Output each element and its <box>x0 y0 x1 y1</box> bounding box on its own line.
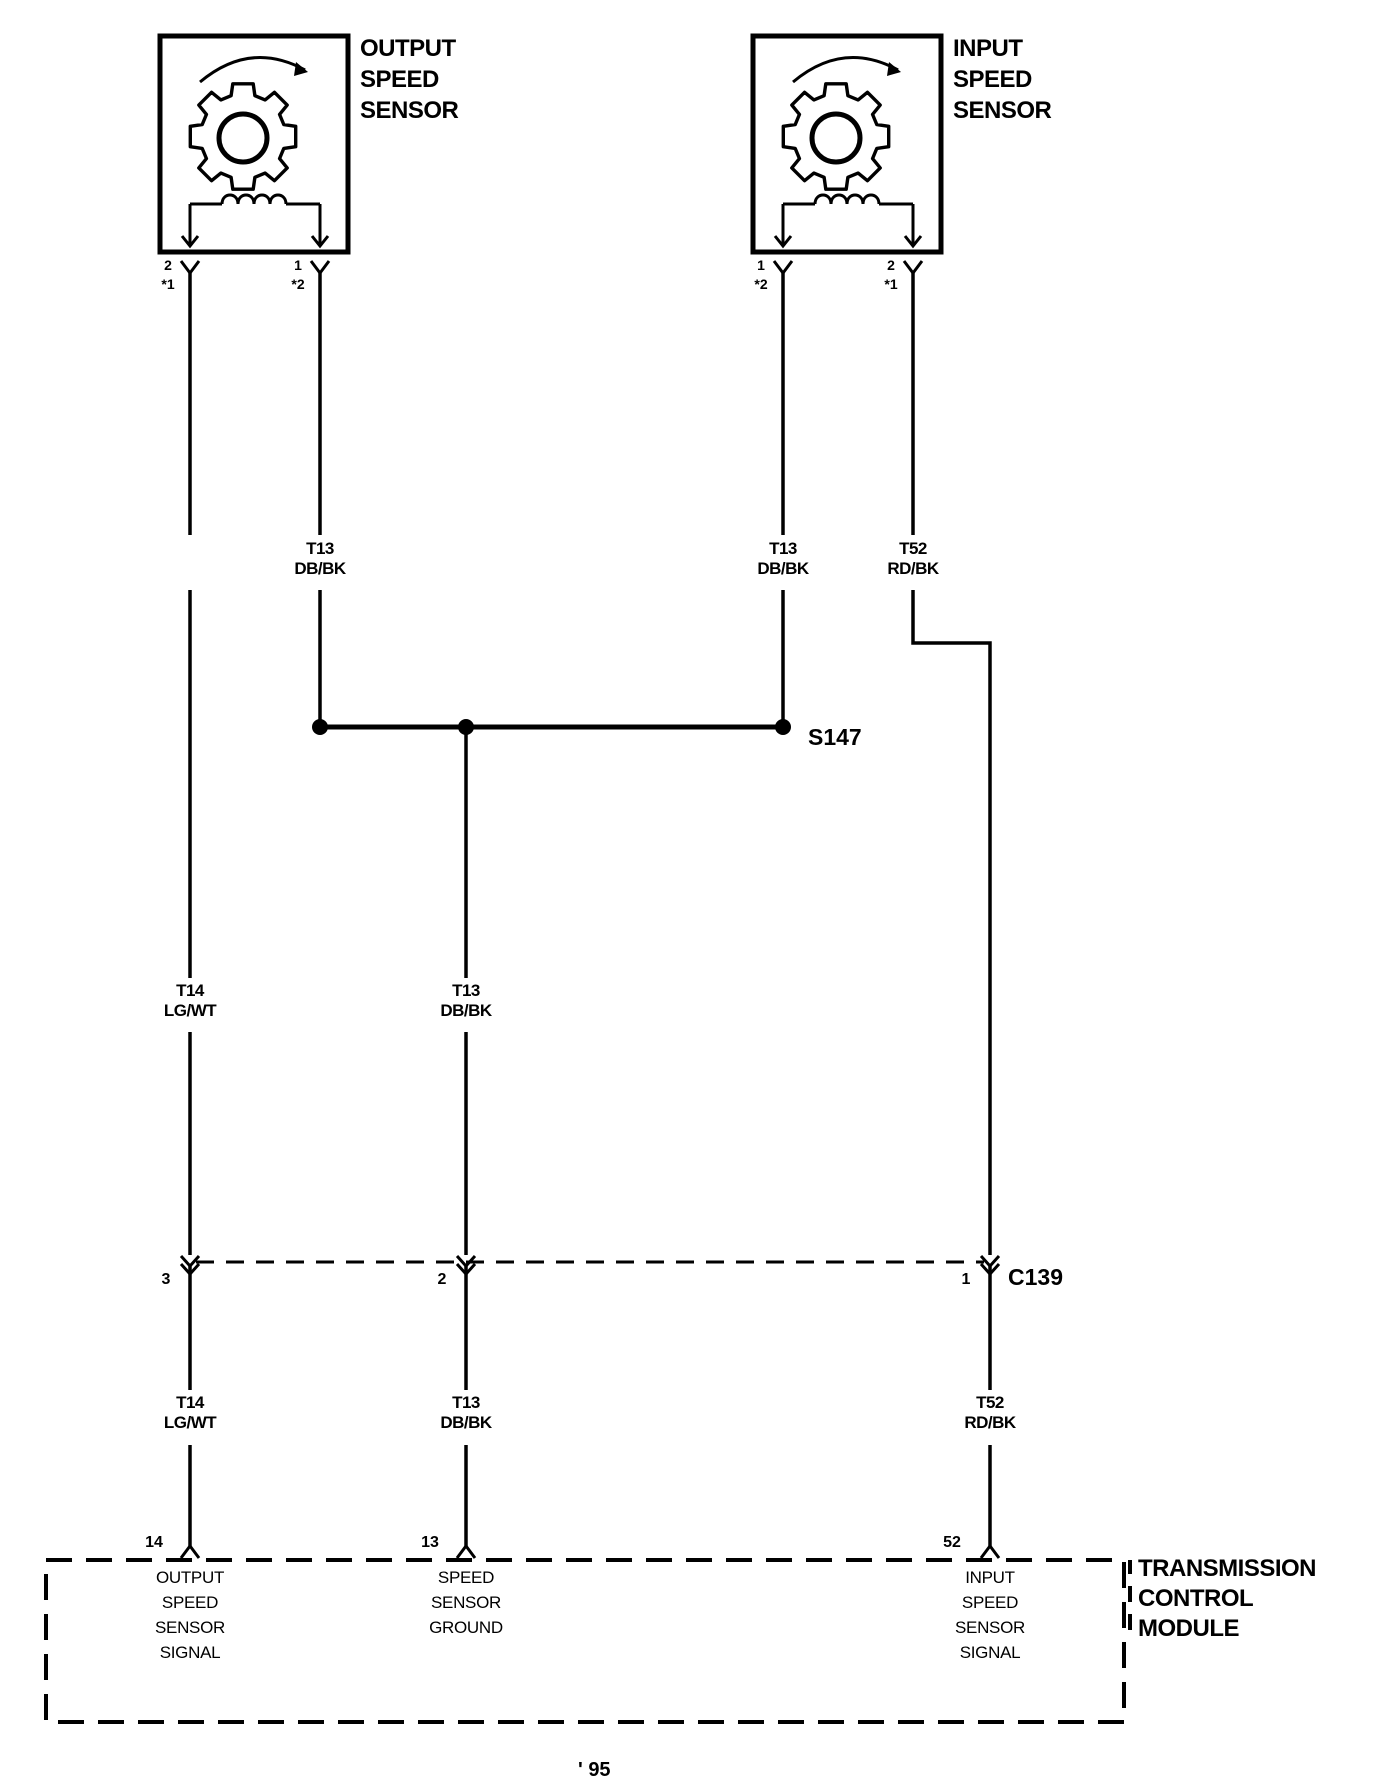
transmission-control-module: 14 13 52 OUTPUT SPEED SENSOR SIGNAL SPEE… <box>44 1534 1317 1724</box>
output-pin-1: 1 <box>294 257 302 273</box>
output-sensor-title-3: SENSOR <box>360 97 459 124</box>
input-pin-star1: *1 <box>884 276 897 292</box>
wires <box>188 273 992 1548</box>
gear-icon <box>190 84 295 189</box>
input-sensor-title-2: SPEED <box>953 66 1032 93</box>
tcm-pin-label: 14 <box>145 1534 163 1551</box>
output-pin-2: 2 <box>164 257 172 273</box>
splice-points: S147 <box>312 719 862 750</box>
tcm-pin-label: 13 <box>421 1534 439 1551</box>
wire-label-code: T52 <box>976 1393 1004 1412</box>
tcm-function-label: INPUT <box>965 1568 1015 1587</box>
connector-name: C139 <box>1008 1264 1063 1290</box>
output-sensor-pin2-connector <box>179 259 201 275</box>
wire-input-signal <box>911 590 992 1255</box>
input-sensor-pin1-connector <box>772 259 794 275</box>
tcm-function-label: SPEED <box>162 1593 218 1612</box>
wire-label-code: T14 <box>176 1393 205 1412</box>
input-sensor-pin2-connector <box>902 259 924 275</box>
gear-icon <box>783 84 888 189</box>
wire-label-color: DB/BK <box>440 1413 493 1432</box>
wire-label-color: LG/WT <box>164 1413 217 1432</box>
splice-dot <box>458 719 474 735</box>
output-sensor-title-1: OUTPUT <box>360 35 457 62</box>
tcm-function-label: OUTPUT <box>156 1568 224 1587</box>
wire-label-color: DB/BK <box>757 559 810 578</box>
sensor-terminal-arrows <box>180 235 330 249</box>
footer-mark: ' 95 <box>578 1759 611 1781</box>
tcm-title-3: MODULE <box>1138 1615 1239 1642</box>
wire-label-color: RD/BK <box>887 559 940 578</box>
rotation-arrow-head-icon <box>294 62 308 76</box>
tcm-function-label: SIGNAL <box>960 1643 1021 1662</box>
splice-dot <box>312 719 328 735</box>
tcm-pin-terminal <box>179 1543 201 1559</box>
rotation-arrow-icon <box>792 56 899 84</box>
output-sensor-pin1-connector <box>309 259 331 275</box>
input-sensor-box <box>750 33 944 255</box>
tcm-title-1: TRANSMISSION <box>1138 1555 1316 1582</box>
tcm-function-label: SENSOR <box>955 1618 1025 1637</box>
wire-label-code: T13 <box>452 981 480 1000</box>
rotation-arrow-head-icon <box>887 62 901 76</box>
sensor-internal-wiring <box>188 202 322 244</box>
tcm-function-label: SPEED <box>962 1593 1018 1612</box>
input-pin-star2: *2 <box>754 276 767 292</box>
wire-label-color: LG/WT <box>164 1001 217 1020</box>
rotation-arrow-icon <box>199 56 306 84</box>
wire-labels: T13 DB/BK T13 DB/BK T52 RD/BK T14 LG/WT … <box>164 539 1018 1432</box>
sensor-terminal-arrows <box>773 235 923 249</box>
output-pin-star2: *2 <box>291 276 304 292</box>
wire-label-color: DB/BK <box>294 559 347 578</box>
connector-pin-label: 3 <box>162 1271 171 1288</box>
connector-pin-label: 2 <box>438 1271 447 1288</box>
tcm-pin-terminal <box>455 1543 477 1559</box>
tcm-function-label: SENSOR <box>155 1618 225 1637</box>
tcm-dashed-box <box>44 1558 1126 1724</box>
tcm-function-label: SIGNAL <box>160 1643 221 1662</box>
tcm-title-2: CONTROL <box>1138 1585 1253 1612</box>
output-sensor-box <box>157 33 351 255</box>
wire-label-color: DB/BK <box>440 1001 493 1020</box>
connector-pin-label: 1 <box>962 1271 971 1288</box>
input-speed-sensor: INPUT SPEED SENSOR 1 *2 2 *1 <box>750 33 1052 292</box>
input-sensor-title-1: INPUT <box>953 35 1023 62</box>
coil-icon <box>813 193 881 206</box>
tcm-function-label: SENSOR <box>431 1593 501 1612</box>
output-speed-sensor: OUTPUT SPEED SENSOR 2 *1 1 *2 <box>157 33 459 292</box>
output-sensor-title-2: SPEED <box>360 66 439 93</box>
wire-label-code: T13 <box>306 539 334 558</box>
wire-label-code: T52 <box>899 539 927 558</box>
tcm-pin-label: 52 <box>943 1534 961 1551</box>
wire-label-color: RD/BK <box>964 1413 1017 1432</box>
wire-label-code: T13 <box>769 539 797 558</box>
tcm-pin-terminal <box>979 1543 1001 1559</box>
coil-icon <box>220 193 288 206</box>
connector-c139: 3 2 1 C139 <box>162 1254 1063 1305</box>
wire-label-code: T13 <box>452 1393 480 1412</box>
output-pin-star1: *1 <box>161 276 174 292</box>
sensor-internal-wiring <box>781 202 915 244</box>
input-pin-1: 1 <box>757 257 765 273</box>
splice-label: S147 <box>808 724 862 750</box>
wire-label-code: T14 <box>176 981 205 1000</box>
splice-dot <box>775 719 791 735</box>
tcm-function-label: SPEED <box>438 1568 494 1587</box>
input-sensor-title-3: SENSOR <box>953 97 1052 124</box>
tcm-function-label: GROUND <box>429 1618 503 1637</box>
input-pin-2: 2 <box>887 257 895 273</box>
